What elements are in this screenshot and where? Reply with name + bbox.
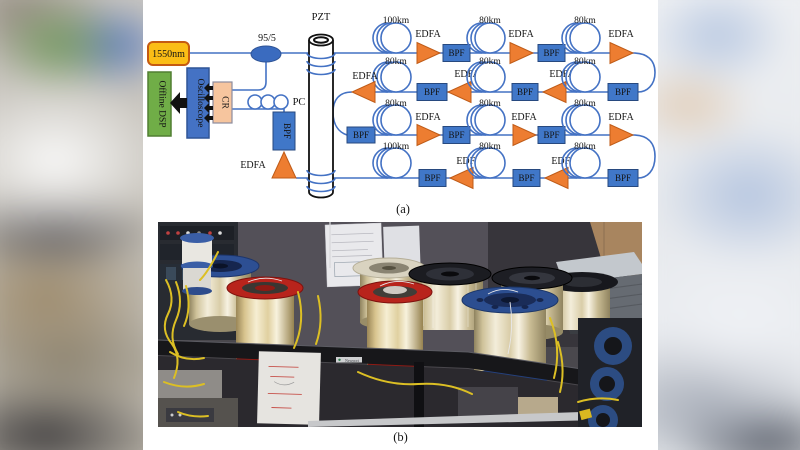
edfa-label: EDFA — [456, 156, 482, 167]
photo-fiber-cables — [163, 251, 619, 418]
blurred-right-margin — [658, 0, 800, 450]
cr-output-arrow-icon — [204, 83, 213, 93]
fiber-spool: 80km — [466, 142, 506, 179]
receiver-bpf: BPF — [272, 111, 296, 151]
signal-arrows — [170, 83, 213, 123]
bpf-box-label: BPF — [518, 173, 534, 183]
dsp-arrow-icon — [170, 92, 187, 114]
blurred-left-margin — [0, 0, 143, 450]
bpf-box-label: BPF — [615, 173, 631, 183]
photo-small-spool-stack — [180, 233, 214, 295]
edfa-label: EDFA — [508, 29, 534, 40]
fiber-spool: 80km — [561, 142, 601, 179]
panel-a-caption: (a) — [396, 202, 410, 216]
pzt-label: PZT — [312, 12, 331, 23]
span-length-label: 80km — [385, 57, 407, 67]
fiber-spool: 80km — [466, 57, 506, 93]
span-length-label: 100km — [383, 142, 410, 152]
coherent-receiver: CR — [212, 81, 233, 124]
laser-label: 1550nm — [152, 49, 185, 60]
offline-dsp: Offline DSP — [147, 71, 172, 137]
bpf-box-label: BPF — [448, 48, 464, 58]
fiber-spool: 80km — [466, 99, 506, 136]
edfa-label: EDFA — [608, 112, 634, 123]
pzt-fiber-stretcher: PZT — [306, 12, 336, 199]
edfa-label: EDFA — [608, 29, 634, 40]
receiver-edfa: EDFA — [240, 150, 297, 179]
oscilloscope: Oscilloscope — [186, 67, 210, 139]
fiber-spool: 80km — [372, 99, 412, 136]
bpf-filter: BPF — [607, 83, 639, 101]
bpf-box-label: BPF — [517, 87, 533, 97]
span-length-label: 80km — [574, 99, 596, 109]
edfa-amplifier: EDFA — [508, 29, 534, 65]
edfa-label: EDFA — [352, 71, 378, 82]
span-length-label: 80km — [479, 99, 501, 109]
bpf-box-label: BPF — [424, 173, 440, 183]
span-length-label: 100km — [383, 16, 410, 26]
edfa-amplifier: EDFA — [608, 29, 634, 65]
span-length-label: 80km — [479, 16, 501, 26]
bpf-filter: BPF — [607, 169, 639, 187]
fiber-spool: 80km — [372, 57, 412, 93]
cr-output-arrow-icon — [204, 93, 213, 103]
bpf-box-label: BPF — [448, 130, 464, 140]
edfa-label: EDFA — [551, 156, 577, 167]
edfa-amplifier: EDFA — [511, 112, 537, 147]
bpf-box-label: BPF — [282, 123, 292, 139]
bpf-filter: BPF — [537, 126, 566, 144]
edfa-amplifier: EDFA — [608, 112, 634, 147]
offline-dsp-label: Offline DSP — [157, 80, 168, 127]
bpf-box-label: BPF — [353, 130, 369, 140]
coupler-label: 95/5 — [258, 33, 276, 44]
edfa-label: EDFA — [511, 112, 537, 123]
fiber-spool: 80km — [561, 99, 601, 136]
bpf-filter: BPF — [512, 169, 541, 187]
coherent-receiver-label: CR — [220, 96, 230, 109]
edfa-amplifier: EDFA — [415, 112, 441, 147]
bpf-filter: BPF — [442, 126, 471, 144]
bpf-box-label: BPF — [615, 87, 631, 97]
bpf-filter: BPF — [346, 126, 376, 144]
pc-label: PC — [293, 97, 306, 108]
span-length-label: 80km — [574, 142, 596, 152]
span-length-label: 80km — [574, 16, 596, 26]
cr-output-arrow-icon — [204, 103, 213, 113]
cr-output-arrow-icon — [204, 113, 213, 123]
edfa-label: EDFA — [415, 29, 441, 40]
bpf-box-label: BPF — [543, 48, 559, 58]
panel-b-caption: (b) — [393, 430, 408, 444]
span-length-label: 80km — [574, 57, 596, 67]
bpf-box-label: BPF — [424, 87, 440, 97]
span-length-label: 80km — [385, 99, 407, 109]
bpf-filter: BPF — [511, 83, 539, 101]
photo-spool-ring-holder — [578, 318, 642, 427]
bpf-filter: BPF — [442, 44, 471, 62]
span-length-label: 80km — [479, 142, 501, 152]
fiber-spool: 100km — [372, 16, 412, 54]
fiber-spool: 100km — [372, 142, 412, 179]
bench-brand-label: Newport — [345, 358, 360, 363]
bpf-filter: BPF — [418, 169, 447, 187]
coupler-95-5: 95/5 — [250, 33, 282, 63]
edfa-amplifier: EDFA — [543, 156, 577, 190]
setup-diagram: 1550nm 95/5 PZT Offline DSP Oscilloscope… — [147, 12, 656, 216]
experiment-photo: Newport — [158, 222, 642, 427]
bpf-filter: BPF — [416, 83, 448, 101]
fiber-spool: 80km — [561, 57, 601, 93]
oscilloscope-label: Oscilloscope — [195, 78, 205, 127]
figure-panel: 1550nm 95/5 PZT Offline DSP Oscilloscope… — [143, 0, 658, 450]
fiber-spool: 80km — [466, 16, 506, 54]
polarization-controller: PC — [247, 94, 306, 110]
laser-source: 1550nm — [147, 41, 190, 66]
fiber-spool: 80km — [561, 16, 601, 54]
edfa-label: EDFA — [240, 160, 266, 171]
edfa-amplifier: EDFA — [350, 71, 378, 104]
edfa-amplifier: EDFA — [448, 156, 482, 190]
span-length-label: 80km — [479, 57, 501, 67]
edfa-amplifier: EDFA — [415, 29, 441, 65]
bpf-box-label: BPF — [543, 130, 559, 140]
bpf-filter: BPF — [537, 44, 566, 62]
edfa-label: EDFA — [415, 112, 441, 123]
